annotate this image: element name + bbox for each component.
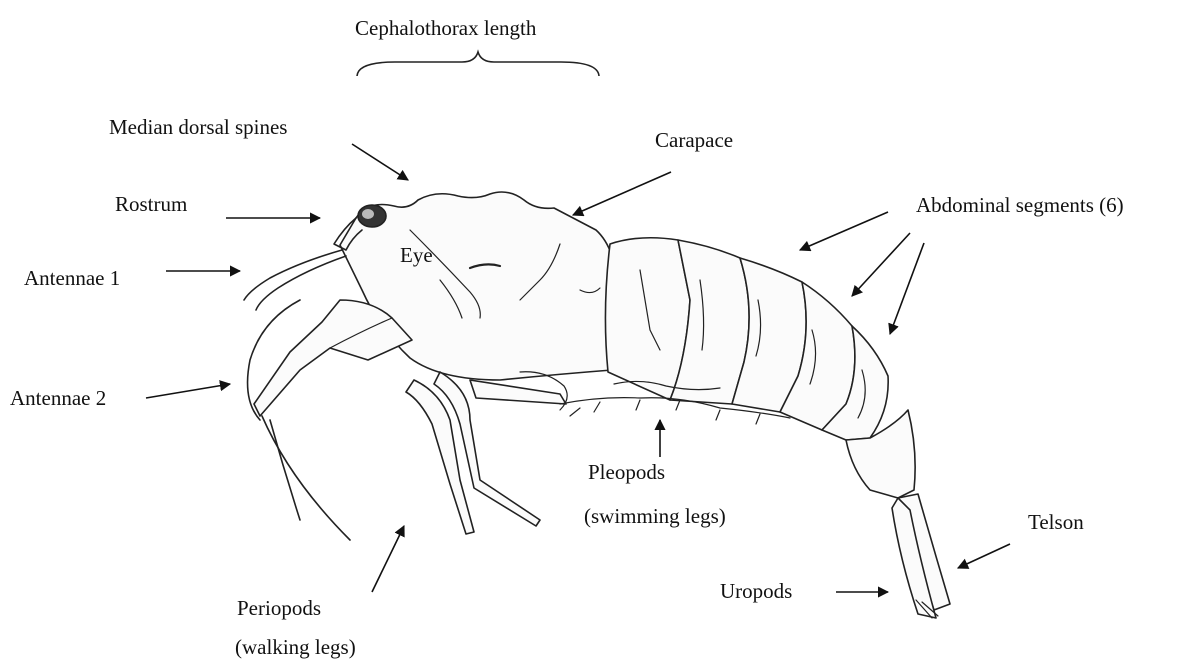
arrow-abdominal-2 [852, 233, 910, 296]
arrow-abdominal-1 [800, 212, 888, 250]
arrow-telson [958, 544, 1010, 568]
cephalothorax-brace [357, 52, 599, 76]
label-carapace: Carapace [655, 127, 733, 154]
crayfish-body [244, 192, 950, 618]
label-abdominal-segments: Abdominal segments (6) [916, 192, 1124, 219]
label-pleopods: Pleopods [588, 459, 665, 486]
label-antennae-2: Antennae 2 [10, 385, 106, 412]
arrow-carapace [573, 172, 671, 215]
label-periopods-note: (walking legs) [235, 634, 356, 661]
label-pleopods-note: (swimming legs) [584, 503, 726, 530]
label-periopods: Periopods [237, 595, 321, 622]
arrow-abdominal-3 [890, 243, 924, 334]
label-telson: Telson [1028, 509, 1084, 536]
cheliped-shape [254, 300, 412, 416]
label-uropods: Uropods [720, 578, 792, 605]
label-eye: Eye [400, 242, 433, 269]
walking-leg-3 [470, 380, 566, 404]
label-antennae-1: Antennae 1 [24, 265, 120, 292]
arrow-periopods [372, 526, 404, 592]
arrow-antennae-2 [146, 384, 230, 398]
label-rostrum: Rostrum [115, 191, 187, 218]
antennae-1-shape [244, 250, 342, 300]
label-median-dorsal-spines: Median dorsal spines [109, 114, 287, 141]
arrow-median-dorsal-spines [352, 144, 408, 180]
label-cephalothorax-length: Cephalothorax length [355, 15, 536, 42]
